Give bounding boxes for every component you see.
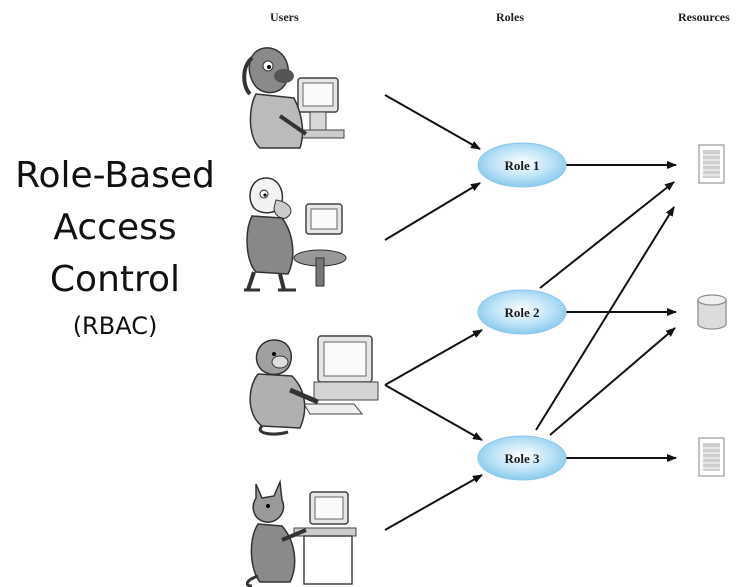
arrow-role3-resource2 — [549, 327, 676, 436]
role-1: Role 1 — [477, 142, 567, 188]
dog-at-computer-icon — [242, 47, 345, 149]
resource-1-document-icon — [698, 144, 725, 184]
arrow-user4-role3 — [384, 474, 483, 531]
resources-column-header: Resources — [678, 10, 730, 24]
role-3-label: Role 3 — [504, 451, 540, 466]
title-abbreviation: (RBAC) — [72, 312, 158, 340]
roles-column-header: Roles — [496, 10, 524, 24]
duck-at-computer-icon — [244, 177, 347, 292]
resource-3-document-icon — [698, 437, 725, 477]
resource-2-database-icon — [697, 294, 727, 330]
arrow-user1-role1 — [384, 94, 481, 150]
title-line-3: Control — [49, 259, 181, 300]
cat-at-computer-icon — [246, 479, 357, 587]
role-1-label: Role 1 — [504, 158, 539, 173]
role-2-label: Role 2 — [504, 305, 539, 320]
diagram-title: Role-Based Access Control (RBAC) — [0, 150, 230, 346]
arrow-user2-role1 — [384, 182, 481, 241]
title-line-2: Access — [53, 207, 177, 248]
title-line-1: Role-Based — [15, 155, 215, 196]
arrow-role3-resource1 — [535, 206, 675, 431]
arrow-user3-role3 — [384, 384, 483, 441]
arrow-role2-resource1 — [539, 181, 675, 289]
role-3: Role 3 — [477, 435, 567, 481]
users-column-header: Users — [270, 10, 299, 24]
arrow-user3-role2 — [384, 329, 483, 386]
role-2: Role 2 — [477, 289, 567, 335]
monkey-at-computer-icon — [249, 335, 379, 436]
